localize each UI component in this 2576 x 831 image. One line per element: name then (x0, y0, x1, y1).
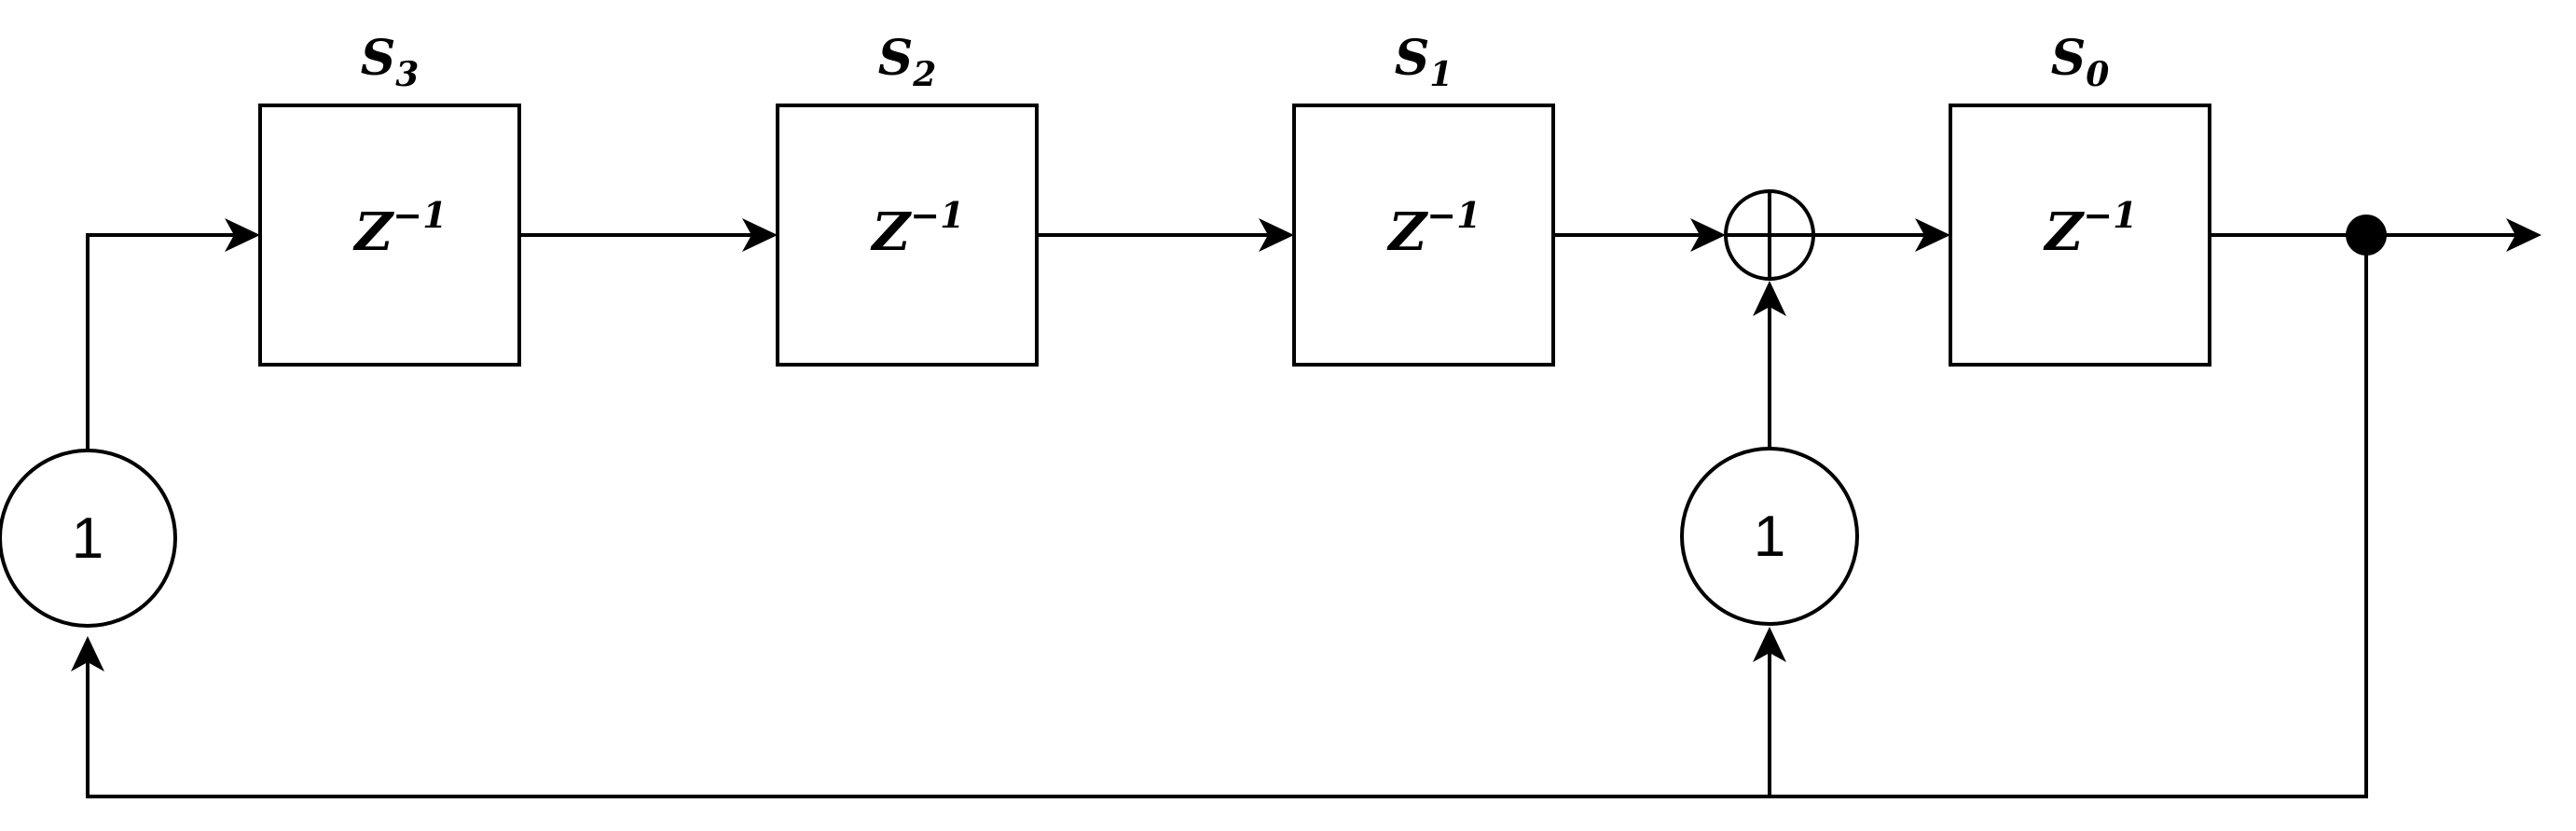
state-label-s3: S3 (361, 30, 420, 94)
register-s2: S2 Z−1 (776, 30, 1039, 367)
arrowhead-into-right-gain (1753, 627, 1786, 662)
forward-path (519, 218, 2542, 252)
delay-label-s3-sup: −1 (393, 194, 447, 236)
register-s1: S1 Z−1 (1292, 30, 1555, 367)
wire-left-gain-to-s3 (86, 233, 234, 450)
delay-block-s1 (1292, 104, 1555, 367)
output-arrowhead (2506, 218, 2542, 252)
arrowhead-into-s1 (1259, 218, 1294, 252)
delay-label-s3-main: Z (352, 201, 394, 263)
state-label-s2-sub: 2 (912, 55, 936, 94)
arrowhead-into-adder-bottom (1753, 281, 1786, 316)
delay-label-s1-sup: −1 (1426, 194, 1481, 236)
delay-block-s3 (258, 104, 521, 367)
delay-label-s0: Z−1 (2043, 194, 2137, 263)
gain-circle-left (0, 449, 177, 628)
state-label-s3-sub: 3 (395, 55, 419, 94)
register-s3: S3 Z−1 (258, 30, 521, 367)
state-label-s1-main: S (1395, 30, 1430, 87)
delay-label-s1-main: Z (1386, 201, 1428, 263)
arrowhead-into-s3 (225, 218, 260, 252)
delay-label-s2: Z−1 (870, 194, 964, 263)
state-label-s1: S1 (1395, 30, 1453, 94)
arrowhead-into-adder-left (1690, 218, 1726, 252)
feedback-path (71, 218, 2368, 798)
xor-adder (1724, 189, 1815, 281)
register-s0: S0 Z−1 (1949, 30, 2211, 367)
delay-label-s3: Z−1 (352, 194, 447, 263)
delay-label-s2-main: Z (870, 201, 912, 263)
state-label-s2: S2 (878, 30, 937, 94)
state-label-s0-sub: 0 (2086, 55, 2109, 94)
gain-left: 1 (0, 449, 177, 628)
delay-label-s2-sup: −1 (910, 194, 964, 236)
gain-right: 1 (1680, 447, 1859, 626)
state-label-s3-main: S (361, 30, 396, 87)
delay-block-s0 (1949, 104, 2211, 367)
arrowhead-into-left-gain (71, 636, 104, 672)
arrowhead-into-s0 (1915, 218, 1950, 252)
delay-label-s1: Z−1 (1386, 194, 1481, 263)
state-label-s1-sub: 1 (1429, 55, 1453, 94)
delay-label-s0-sup: −1 (2083, 194, 2137, 236)
gain-value-right: 1 (1754, 505, 1785, 569)
arrowhead-into-s2 (742, 218, 778, 252)
delay-label-s0-main: Z (2043, 201, 2085, 263)
feedback-bottom-wire (86, 235, 2368, 798)
state-label-s0-main: S (2051, 30, 2087, 87)
gain-circle-right (1680, 447, 1859, 626)
gain-value-left: 1 (72, 506, 103, 571)
state-label-s2-main: S (878, 30, 914, 87)
state-label-s0: S0 (2051, 30, 2110, 94)
